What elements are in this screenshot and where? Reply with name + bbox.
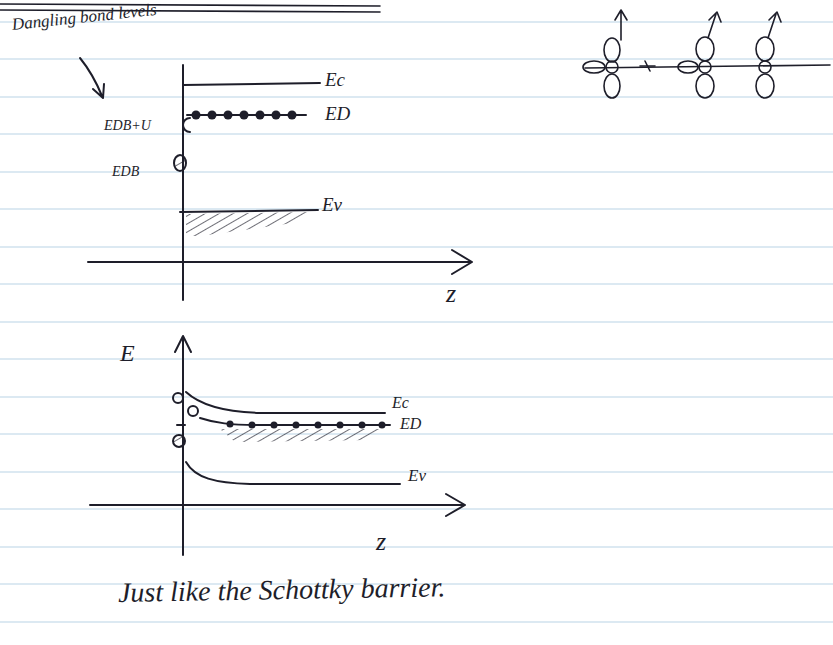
- label-text: z: [446, 279, 456, 308]
- band-label: Ec: [325, 70, 345, 91]
- filled-dangling-level: [174, 155, 186, 171]
- valence-hatch: [186, 212, 312, 236]
- valence-band: [180, 210, 318, 212]
- donor-dots: [192, 111, 297, 120]
- label-text: EDB: [112, 164, 139, 179]
- z-axis: [88, 250, 472, 274]
- note-text: Just like the Schottky barrier.: [118, 572, 446, 609]
- z-axis: [90, 494, 465, 516]
- label-text: E: [120, 340, 135, 366]
- empty-dangling-level: [183, 118, 190, 132]
- conduction-band-bent: [186, 392, 385, 413]
- label-text: Ec: [392, 394, 409, 411]
- conduction-band: [183, 83, 320, 85]
- empty-dangling-level: [188, 406, 198, 416]
- label-text: ED: [400, 415, 421, 432]
- label-text: EDB+U: [104, 118, 151, 133]
- label-text: Just like the Schottky barrier.: [118, 571, 446, 608]
- band-label: ED: [325, 104, 350, 125]
- empty-dangling-level: [173, 393, 183, 403]
- level-tick: [177, 424, 185, 426]
- axis-label: E: [120, 340, 135, 366]
- donor-dots-bent: [227, 421, 386, 429]
- label-text: z: [376, 527, 386, 556]
- surface-axis: [182, 65, 184, 300]
- label-text: Dangling bond levels: [11, 0, 158, 34]
- note-text: Dangling bond levels: [11, 1, 158, 35]
- filled-dangling-level: [173, 435, 185, 447]
- band-label: Ec: [392, 394, 409, 412]
- pointer-arrow: [80, 58, 104, 98]
- level-label: EDB: [112, 164, 139, 179]
- axis-label: z: [376, 528, 386, 557]
- orbital-sketch: [583, 10, 830, 98]
- label-text: Ev: [408, 466, 426, 485]
- ruled-lines: [0, 22, 833, 622]
- level-label: EDB+U: [104, 118, 151, 133]
- ink-drawing: [0, 4, 830, 555]
- valence-band-bent: [186, 462, 400, 484]
- band-label: Ev: [322, 195, 342, 216]
- axis-label: z: [446, 280, 456, 309]
- label-text: ED: [325, 103, 350, 124]
- band-label: Ev: [408, 467, 426, 486]
- band-label: ED: [400, 415, 421, 433]
- depleted-hatch: [220, 429, 385, 442]
- label-text: Ec: [325, 69, 345, 90]
- label-text: Ev: [322, 194, 342, 215]
